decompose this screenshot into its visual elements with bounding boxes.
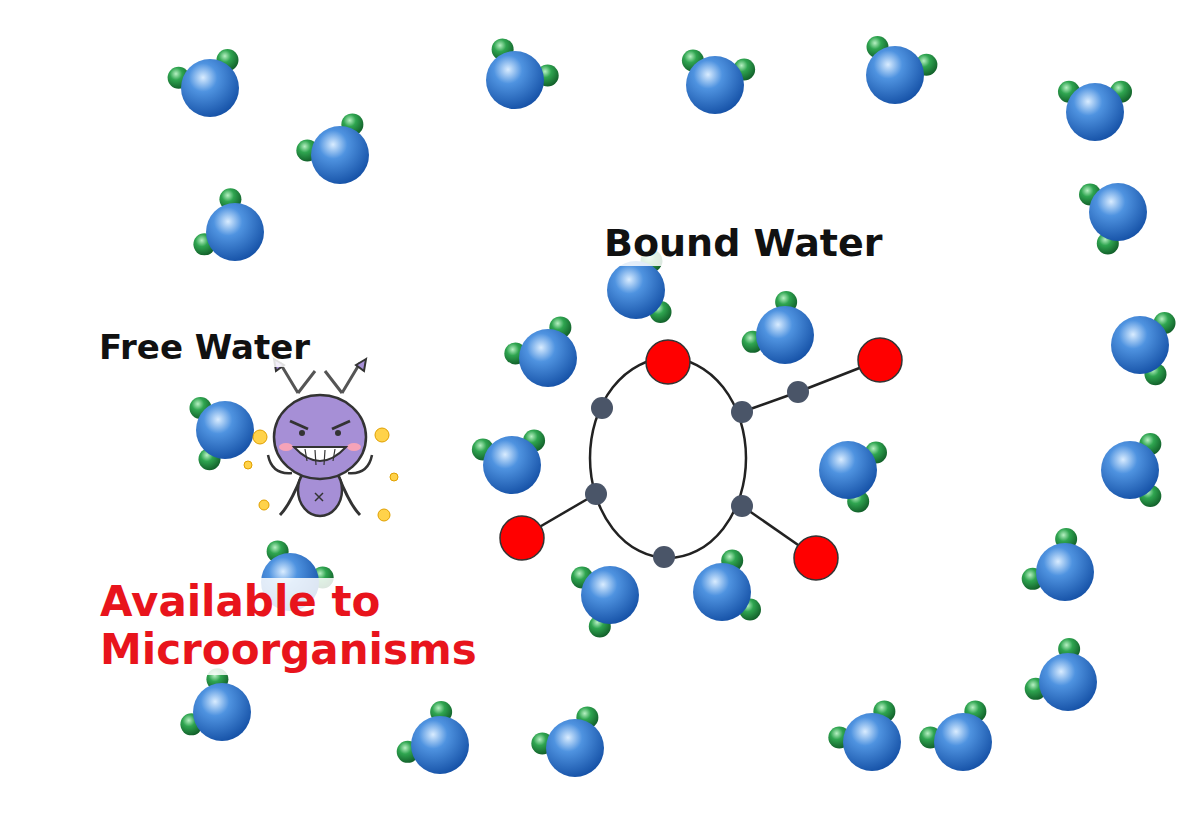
water-molecule [1058,81,1132,141]
water-molecule [531,706,604,777]
water-molecule [1022,528,1094,601]
water-molecule [189,397,254,470]
water-molecule [742,291,814,364]
microorganism-note: Available to Microorganisms [96,578,514,675]
water-molecule [193,188,264,261]
water-molecule [168,49,239,117]
water-molecule [1111,312,1176,385]
water-molecule [1079,183,1147,254]
water-molecule [693,550,761,621]
water-molecule [571,566,639,637]
water-molecule [472,429,545,494]
water-molecule [1101,433,1161,507]
water-molecule [504,316,577,387]
water-molecule [919,700,992,771]
water-molecule [180,668,251,741]
microorganism-cartoon [244,359,398,521]
water-molecule [828,700,901,771]
free-water-label: Free Water [95,328,314,367]
water-molecule [866,36,937,104]
water-molecule [819,441,887,512]
water-molecule [682,49,755,114]
water-molecule [486,38,559,109]
bound-water-label: Bound Water [600,222,887,266]
water-molecule [296,113,369,184]
sugar-molecule [500,338,902,580]
water-molecule [1025,638,1097,711]
water-molecule [397,701,469,774]
